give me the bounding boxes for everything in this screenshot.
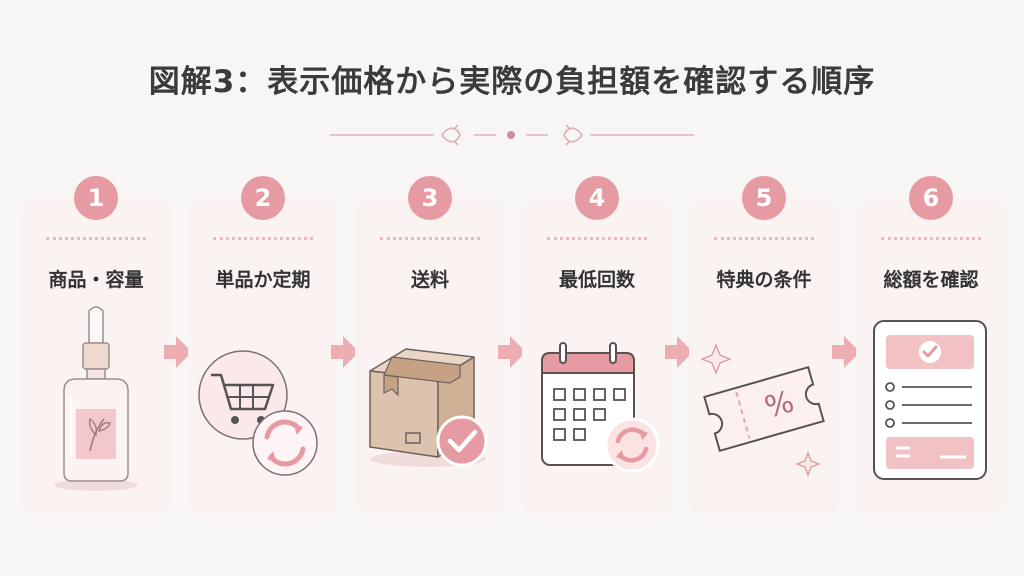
total-checklist-icon xyxy=(873,320,987,480)
calendar-repeat-icon xyxy=(541,342,660,473)
dotted-divider xyxy=(380,237,480,240)
title-ornament xyxy=(330,124,694,146)
step-number-badge: 2 xyxy=(241,176,285,220)
step-number-badge: 1 xyxy=(74,176,118,220)
step-label: 商品・容量 xyxy=(48,269,144,291)
step-number-badge: 3 xyxy=(408,176,452,220)
arrow-right-icon xyxy=(331,336,359,368)
step-label: 総額を確認 xyxy=(883,269,979,291)
arrow-right-icon xyxy=(832,336,860,368)
arrow-right-icon xyxy=(164,336,192,368)
arrow-right-icon xyxy=(498,336,526,368)
step-label: 最低回数 xyxy=(558,269,635,291)
step-number-badge: 4 xyxy=(575,176,619,220)
dotted-divider xyxy=(46,237,146,240)
shipping-box-icon xyxy=(369,348,488,467)
step-label: 単品か定期 xyxy=(215,269,311,291)
page-title: 図解3：表示価格から実際の負担額を確認する順序 xyxy=(148,64,876,100)
dotted-divider xyxy=(881,237,981,240)
discount-coupon-icon: % xyxy=(700,343,825,477)
cart-subscription-icon xyxy=(198,350,318,476)
serum-bottle-icon xyxy=(54,306,138,491)
step-number-badge: 5 xyxy=(742,176,786,220)
dotted-divider xyxy=(213,237,313,240)
step-number-badge: 6 xyxy=(909,176,953,220)
dotted-divider xyxy=(547,237,647,240)
step-label: 特典の条件 xyxy=(716,269,812,291)
dotted-divider xyxy=(714,237,814,240)
arrow-right-icon xyxy=(665,336,693,368)
step-label: 送料 xyxy=(410,269,449,291)
